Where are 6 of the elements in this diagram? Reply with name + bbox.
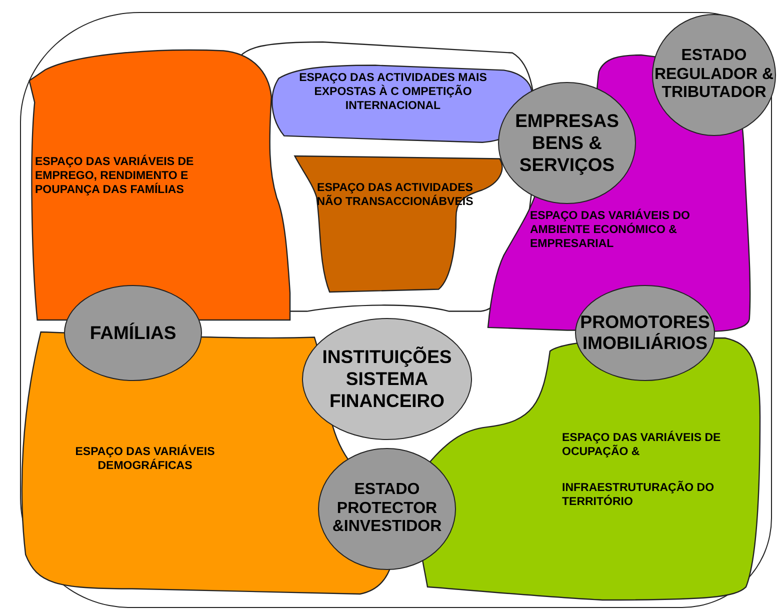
region-label: ESPAÇO DAS VARIÁVEIS DO AMBIENTE ECONÓMICO & EMPRESARIAL	[530, 210, 691, 252]
region-label: INFRAESTRUTURAÇÃO DO TERRITÓRIO	[562, 482, 716, 510]
region-label: ESPAÇO DAS ACTIVIDADES MAIS EXPOSTAS À C OMPETIÇÃO INTERNACIONAL	[298, 72, 488, 114]
region-label: ESPAÇO DAS VARIÁVEIS DE OCUPAÇÃO &	[562, 432, 722, 460]
region-label: ESPAÇO DAS VARIÁVEIS DEMOGRÁFICAS	[74, 446, 216, 474]
region-label: ESPAÇO DAS VARIÁVEIS DE EMPREGO, RENDIMENTO E POUPANÇA DAS FAMÍLIAS	[35, 156, 195, 198]
